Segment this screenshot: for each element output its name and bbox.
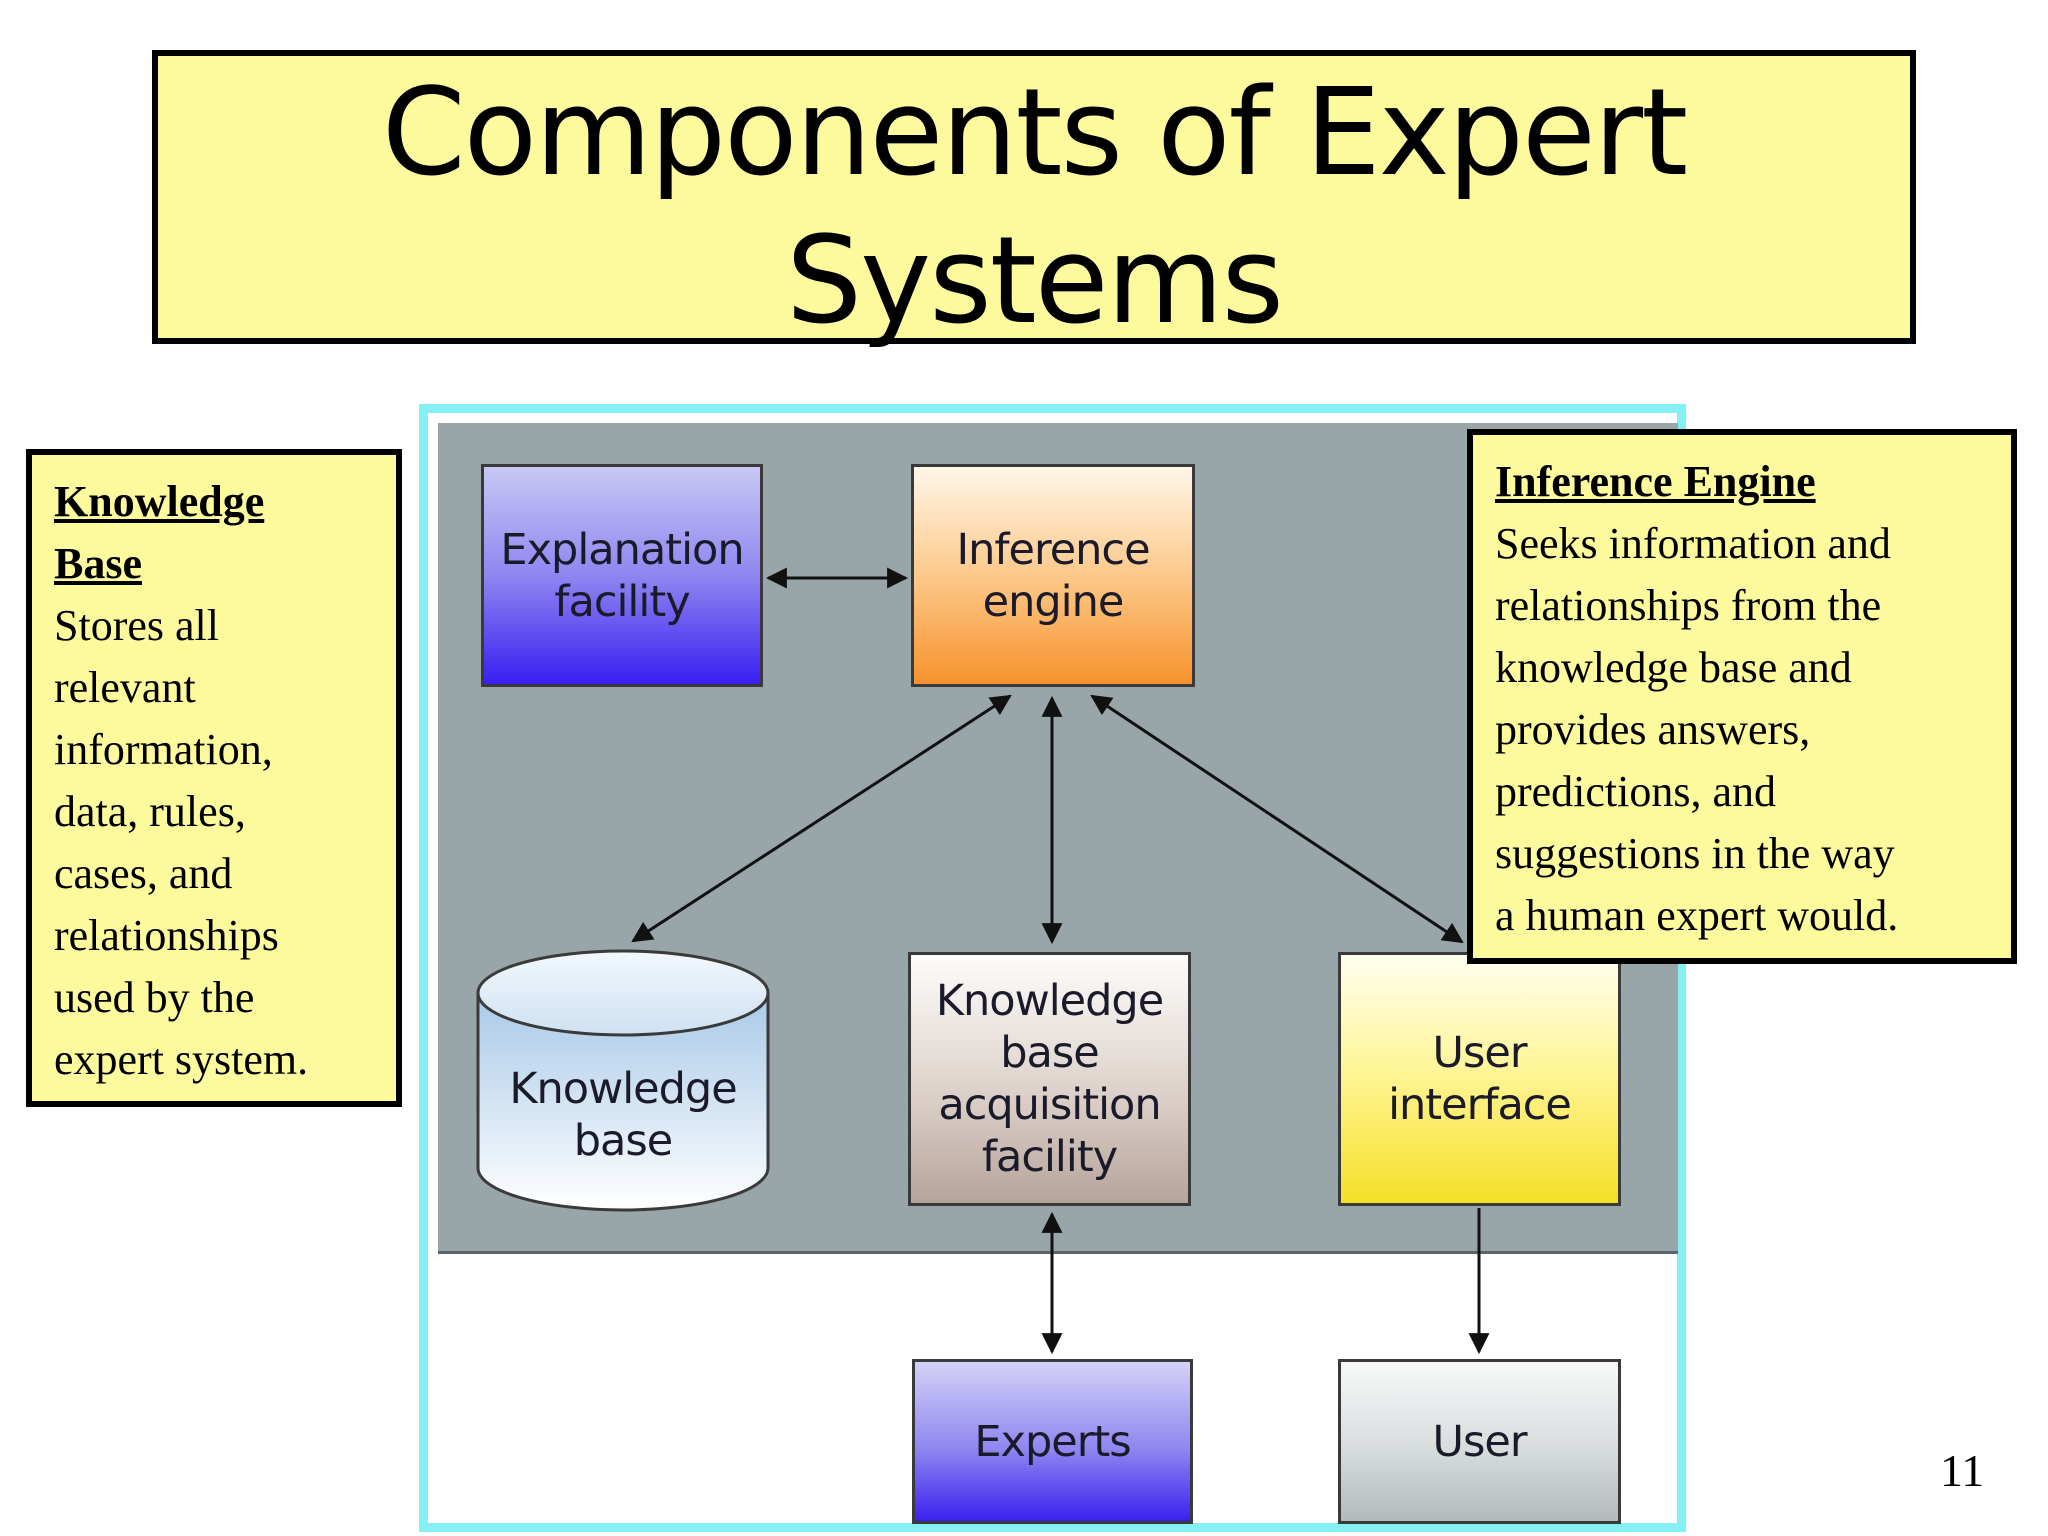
inference-engine-note-line-5: predictions, and [1495,767,1777,816]
kb-acquisition-line-2: base [1000,1028,1100,1078]
inference-engine-note-line-6: suggestions in the way [1495,829,1895,878]
kb-acquisition-line-1: Knowledge [935,976,1164,1026]
explanation-facility-line-1: Explanation [500,524,744,575]
knowledge-base-note-heading-2: Base [54,539,142,588]
system-boundary-line [438,1251,1678,1254]
knowledge-base-label-line-2: base [573,1116,674,1166]
knowledge-base-note-line-5: cases, and [54,849,233,898]
user-interface-box: User interface [1338,952,1621,1206]
page-number: 11 [1940,1445,1985,1496]
user-label: User [1432,1416,1527,1467]
knowledge-base-note-line-8: expert system. [54,1035,309,1084]
knowledge-base-note: Knowledge Base Stores all relevant infor… [26,449,402,1107]
title-line-1: Components of Expert [381,64,1688,203]
slide-title: Components of Expert Systems [152,50,1916,351]
experts-box: Experts [912,1359,1193,1524]
user-box: User [1338,1359,1621,1524]
inference-engine-note-line-1: Seeks information and [1495,519,1891,568]
knowledge-base-note-line-4: data, rules, [54,787,246,836]
user-interface-line-1: User [1432,1028,1527,1078]
inference-engine-line-1: Inference [956,524,1150,575]
knowledge-base-note-heading-1: Knowledge [54,477,265,526]
kb-acquisition-facility-box: Knowledge base acquisition facility [908,952,1191,1206]
inference-engine-note-line-2: relationships from the [1495,581,1882,630]
user-interface-line-2: interface [1388,1080,1572,1130]
knowledge-base-label: Knowledge base [478,1063,768,1167]
inference-engine-note-line-3: knowledge base and [1495,643,1852,692]
inference-engine-note-heading: Inference Engine [1495,457,1816,506]
inference-engine-note-line-4: provides answers, [1495,705,1811,754]
inference-engine-line-2: engine [982,576,1125,627]
knowledge-base-note-line-2: relevant [54,663,196,712]
knowledge-base-note-line-6: relationships [54,911,279,960]
knowledge-base-note-line-7: used by the [54,973,255,1022]
knowledge-base-note-line-3: information, [54,725,273,774]
inference-engine-box: Inference engine [911,464,1195,687]
explanation-facility-box: Explanation facility [481,464,763,687]
knowledge-base-label-line-1: Knowledge [509,1064,737,1114]
inference-engine-note-line-7: a human expert would. [1495,891,1899,940]
explanation-facility-line-2: facility [554,576,690,627]
experts-label: Experts [974,1416,1131,1467]
inference-engine-note: Inference Engine Seeks information and r… [1467,429,2017,964]
kb-acquisition-line-4: facility [981,1132,1118,1182]
knowledge-base-note-line-1: Stores all [54,601,219,650]
title-line-2: Systems [786,212,1284,351]
kb-acquisition-line-3: acquisition [938,1080,1161,1130]
